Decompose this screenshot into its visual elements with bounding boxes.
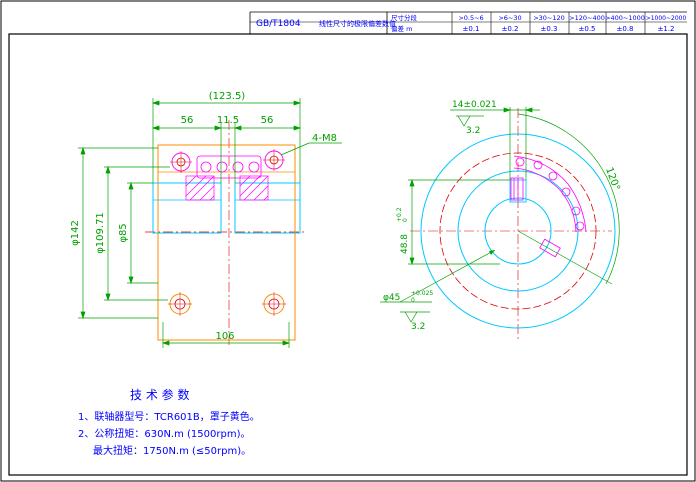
range-cell: >6~30: [498, 14, 521, 22]
dim-overall-width-label: (123.5): [209, 91, 246, 102]
range-cell: >1000~2000: [646, 15, 687, 22]
notes-heading: 技 术 参 数: [130, 387, 189, 402]
chain-arc: [513, 155, 587, 233]
left-hub: [152, 182, 222, 234]
dim-keyway-depth: [408, 178, 510, 266]
range-cell: >0.5~6: [458, 14, 483, 22]
dim-keyway-depth-tol: +0.2: [396, 207, 403, 222]
dim-keyway-depth-tol-low: 0: [402, 218, 409, 222]
notes-line-3: 最大扭矩：1750N.m (≤50rpm)。: [93, 444, 251, 457]
notes-line-2: 2、公称扭矩：630N.m (1500rpm)。: [78, 427, 250, 440]
cover-housing: [157, 144, 296, 341]
bolt-bottom-right: [262, 292, 286, 316]
tolerance-table: GB/T1804 线性尺寸的极限偏差数值 尺寸分段 偏差 m >0.5~6 >6…: [249, 11, 687, 34]
tolerance-cell: ±0.3: [541, 25, 558, 33]
standard-label: GB/T1804: [256, 19, 301, 29]
dim-diameters: [78, 146, 170, 320]
notes-line-1: 1、联轴器型号：TCR601B，罩子黄色。: [78, 410, 260, 423]
deviation-row-label: 偏差 m: [391, 24, 412, 33]
angle-label: 120°: [603, 166, 622, 192]
tolerance-cell: ±0.5: [579, 25, 596, 33]
dim-segments: [151, 123, 302, 183]
inner-frame: [8, 33, 688, 476]
angle-arc: [517, 113, 620, 285]
bore-tol: +0.025: [411, 290, 433, 297]
dim-hub-diameter-label: φ85: [118, 223, 129, 242]
tolerance-cell: ±1.2: [658, 25, 675, 33]
roughness-top-label: 3.2: [466, 126, 480, 136]
right-hub: [234, 182, 301, 234]
pitch-circle: [439, 152, 597, 310]
chain: [196, 155, 262, 179]
dim-overall-width: [151, 98, 302, 183]
dim-outer-diameter-label: φ142: [70, 220, 81, 246]
sprocket-hatching: [185, 175, 269, 201]
dim-right-width-label: 56: [261, 115, 274, 126]
bolt-top-left: [170, 151, 192, 173]
dim-pitch-diameter-label: φ109.71: [95, 212, 106, 254]
dim-gap-label: 11.5: [217, 115, 239, 126]
dim-keyway-width-label: 14±0.021: [452, 100, 497, 110]
tolerance-cell: ±0.8: [617, 25, 634, 33]
range-cell: >120~400: [569, 14, 605, 22]
side-view: 120° 14±0.021 3.2 48.8 +0.2 0 φ45 +0.025: [380, 100, 622, 340]
dim-keyway-width: [450, 107, 540, 180]
bore-label: φ45: [383, 293, 400, 303]
roughness-bottom-label: 3.2: [411, 322, 425, 332]
roughness-symbol: [400, 311, 430, 323]
front-view: (123.5) 56 11.5 56 4-M8 φ142 φ109.71: [70, 91, 342, 348]
bolt-bottom-left: [168, 292, 192, 316]
range-cell: >400~1000: [605, 14, 645, 22]
dim-left-width-label: 56: [181, 115, 194, 126]
dim-base-width: [161, 322, 291, 348]
table-title: 线性尺寸的极限偏差数值: [319, 19, 396, 28]
thread-callout: 4-M8: [312, 133, 337, 144]
tolerance-cell: ±0.2: [502, 25, 519, 33]
range-cell: >30~120: [533, 14, 565, 22]
bolt-top-right: [263, 149, 285, 171]
tolerance-cell: ±0.1: [463, 25, 480, 33]
bore-tol-low: 0: [411, 297, 415, 304]
roughness-symbol: [456, 115, 484, 127]
dim-base-width-label: 106: [215, 331, 234, 342]
technical-notes: 技 术 参 数 1、联轴器型号：TCR601B，罩子黄色。 2、公称扭矩：630…: [78, 387, 260, 457]
range-row-label: 尺寸分段: [391, 13, 418, 22]
hub-circle: [457, 170, 579, 292]
dim-keyway-depth-label: 48.8: [400, 234, 410, 254]
outer-circle: [420, 133, 616, 329]
